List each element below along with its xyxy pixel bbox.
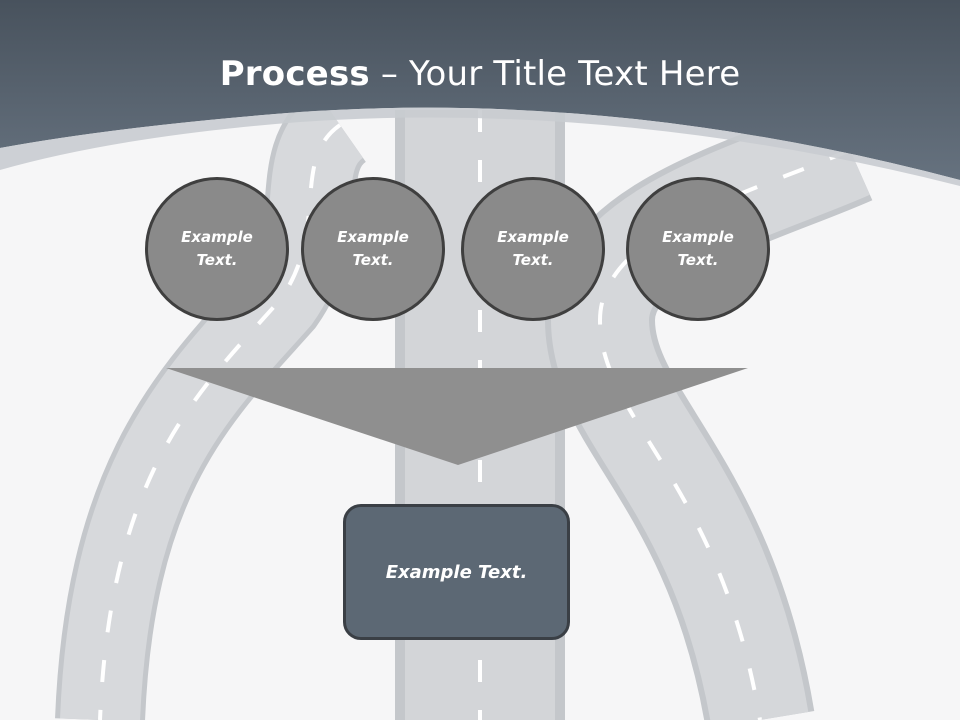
title-rest: – Your Title Text Here bbox=[369, 54, 741, 94]
result-box-label: Example Text. bbox=[385, 561, 528, 583]
road-left bbox=[55, 88, 369, 720]
header-curve-highlight bbox=[0, 107, 960, 186]
process-circle-2: Example Text. bbox=[301, 177, 445, 321]
header-band bbox=[0, 0, 960, 180]
circle-3-label: Example Text. bbox=[497, 228, 569, 269]
process-circle-3: Example Text. bbox=[461, 177, 605, 321]
title-bold: Process bbox=[219, 54, 370, 94]
process-circle-4: Example Text. bbox=[626, 177, 770, 321]
circle-2-label: Example Text. bbox=[337, 228, 409, 269]
circle-4-label: Example Text. bbox=[662, 228, 734, 269]
process-circle-1: Example Text. bbox=[145, 177, 289, 321]
page-title: Process – Your Title Text Here bbox=[0, 50, 960, 98]
down-arrow-shape bbox=[166, 368, 748, 465]
circle-1-label: Example Text. bbox=[181, 228, 253, 269]
result-box: Example Text. bbox=[343, 504, 570, 640]
